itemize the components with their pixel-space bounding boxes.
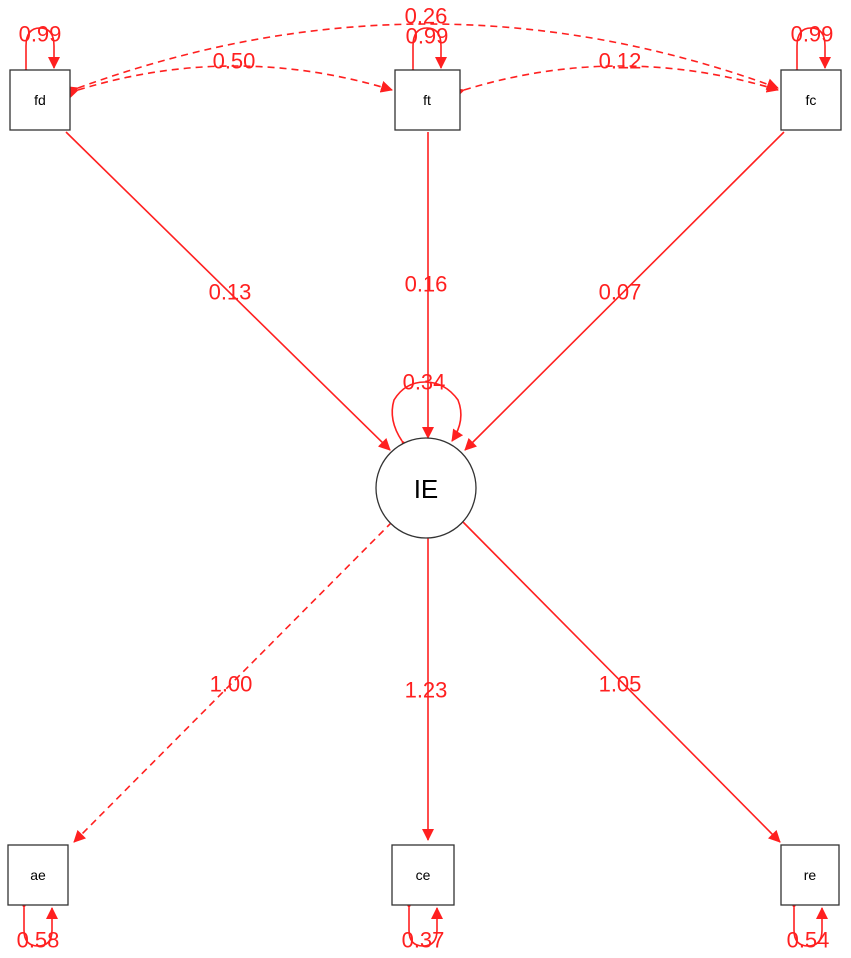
label-var-ft: 0.99: [406, 24, 449, 49]
node-fc-label: fc: [806, 92, 817, 108]
var-loop-fc: [791, 27, 831, 79]
var-loop-ae: [18, 897, 58, 947]
label-var-re: 0.54: [787, 928, 830, 953]
node-ie-label: IE: [414, 474, 439, 504]
label-cov-fd-ft: 0.50: [213, 49, 256, 74]
node-ft-box: [394, 69, 461, 131]
label-var-ae: 0.58: [17, 928, 60, 953]
var-loop-ie: [391, 381, 464, 454]
node-ae-box: [7, 844, 69, 906]
var-loop-ft: [407, 27, 447, 79]
path-fc-ie: [464, 131, 785, 451]
node-fd-box: [9, 69, 71, 131]
path-ie-re: [462, 521, 781, 843]
var-loop-ce: [403, 897, 443, 947]
label-loading-ie-ae: 1.00: [210, 672, 253, 697]
label-var-ie: 0.34: [403, 370, 446, 395]
node-ce-label: ce: [416, 867, 431, 883]
node-fd-label: fd: [34, 92, 46, 108]
var-loop-fd: [20, 27, 60, 79]
node-fc-box: [780, 69, 842, 131]
label-loading-ie-ce: 1.23: [405, 678, 448, 703]
path-fd-ie: [65, 131, 391, 451]
label-loading-fd-ie: 0.13: [209, 280, 252, 305]
cov-arc-fd-ft: [65, 65, 393, 99]
cov-arc-ft-fc: [451, 65, 779, 99]
node-ce-box: [391, 844, 455, 906]
node-re-label: re: [804, 867, 817, 883]
node-re-box: [780, 844, 840, 906]
label-loading-fc-ie: 0.07: [599, 280, 642, 305]
label-loading-ft-ie: 0.16: [405, 272, 448, 297]
label-var-fc: 0.99: [791, 22, 834, 47]
node-ie-circle: [375, 437, 477, 539]
node-ft-label: ft: [423, 92, 431, 108]
label-cov-fd-fc: 0.26: [405, 4, 448, 29]
label-var-fd: 0.99: [19, 22, 62, 47]
label-var-ce: 0.37: [402, 928, 445, 953]
label-cov-ft-fc: 0.12: [599, 49, 642, 74]
node-ae-label: ae: [30, 867, 46, 883]
path-ie-ae: [73, 521, 393, 843]
label-loading-ie-re: 1.05: [599, 672, 642, 697]
var-loop-re: [788, 897, 828, 947]
